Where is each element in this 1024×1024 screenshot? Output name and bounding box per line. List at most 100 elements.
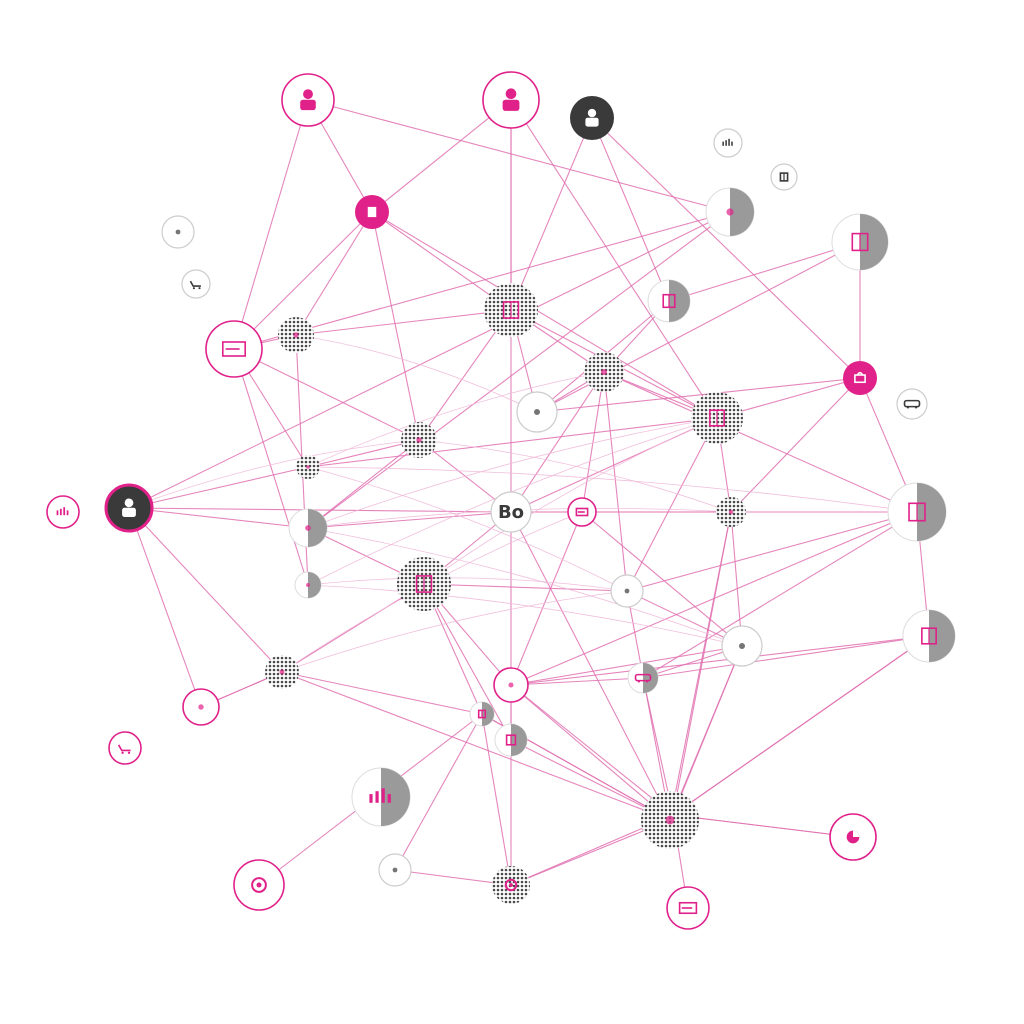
edge-n31-n38 — [423, 583, 512, 741]
edge-n29-n30 — [626, 511, 918, 592]
node-n36[interactable] — [493, 667, 529, 703]
node-n13[interactable] — [205, 320, 263, 378]
node-n45[interactable] — [233, 859, 285, 911]
graph-icon — [392, 867, 398, 873]
node-n15[interactable] — [401, 422, 437, 458]
faint-edge-n24-n15 — [128, 439, 420, 509]
edge-n38-n39 — [510, 739, 671, 821]
edge-n44-n32 — [672, 635, 930, 816]
node-n16[interactable] — [584, 352, 624, 392]
truck-icon — [634, 673, 652, 683]
node-ring — [490, 491, 532, 533]
node-n3[interactable] — [570, 96, 614, 140]
edge-n2-n20 — [510, 99, 718, 419]
edge-n24-n35 — [128, 507, 283, 673]
node-n34[interactable] — [627, 662, 659, 694]
edge-n16-n30 — [603, 371, 628, 592]
node-n11[interactable] — [484, 283, 538, 337]
card-icon — [222, 341, 247, 357]
person-icon — [122, 498, 136, 517]
node-n14[interactable] — [278, 317, 314, 353]
box-icon — [505, 734, 517, 746]
dot-icon — [306, 465, 310, 469]
edge-n29-n34 — [642, 511, 918, 679]
node-n21[interactable] — [296, 455, 320, 479]
node-n32[interactable] — [902, 609, 956, 663]
node-n5[interactable] — [770, 163, 798, 191]
node-n9[interactable] — [161, 215, 195, 249]
node-n18[interactable] — [896, 388, 928, 420]
faint-edge-n21-n16 — [307, 371, 605, 468]
node-half-fill — [482, 702, 494, 726]
person-icon — [300, 89, 316, 111]
node-n7[interactable] — [705, 187, 755, 237]
dot-icon — [293, 332, 299, 338]
node-n22[interactable] — [288, 508, 328, 548]
node-n27[interactable] — [567, 497, 597, 527]
edge-n31-n35 — [281, 583, 425, 673]
node-n26[interactable]: Bo — [490, 491, 532, 533]
node-n42[interactable] — [351, 767, 411, 827]
faint-edge-n22-n33 — [307, 527, 743, 647]
node-half-fill — [860, 214, 888, 270]
node-n40[interactable] — [182, 688, 220, 726]
table-icon — [779, 172, 789, 182]
node-n2[interactable] — [482, 71, 540, 129]
node-half-fill — [669, 280, 690, 322]
node-n37[interactable] — [469, 701, 495, 727]
edge-n7-n13 — [233, 211, 731, 350]
book-icon — [662, 293, 676, 309]
node-n24[interactable] — [104, 483, 154, 533]
edge-n24-n22 — [128, 507, 309, 529]
node-n29[interactable] — [887, 482, 947, 542]
node-n4[interactable] — [713, 128, 743, 158]
node-n17[interactable] — [843, 361, 877, 395]
edge-n15-n21 — [307, 439, 420, 468]
node-n35[interactable] — [265, 655, 299, 689]
edge-n32-n36 — [510, 635, 930, 686]
node-n8[interactable] — [831, 213, 889, 271]
edge-n8-n19 — [536, 241, 861, 413]
edge-n15-n22 — [307, 439, 420, 529]
node-half-fill — [308, 572, 321, 598]
faint-edge-n35-n30 — [281, 590, 628, 673]
node-disc — [843, 361, 877, 395]
node-n6[interactable] — [355, 195, 389, 229]
edge-n36-n44 — [510, 684, 674, 816]
node-n1[interactable] — [281, 73, 335, 127]
node-n43[interactable] — [829, 813, 877, 861]
node-n48[interactable] — [666, 886, 710, 930]
node-n33[interactable] — [721, 625, 763, 667]
node-half-fill — [730, 188, 754, 236]
dot-icon — [279, 669, 285, 675]
edge-n3-n17 — [591, 117, 861, 379]
edge-n16-n26 — [510, 371, 605, 513]
edge-n22-n26 — [307, 511, 512, 529]
node-n19[interactable] — [516, 391, 558, 433]
faint-edge-n25-n30 — [307, 577, 628, 592]
node-n31[interactable] — [397, 557, 451, 611]
bell-icon — [739, 643, 745, 649]
node-n38[interactable] — [494, 723, 528, 757]
node-n30[interactable] — [610, 574, 644, 608]
faint-edge-n15-n28 — [418, 439, 732, 513]
node-n47[interactable] — [492, 866, 530, 904]
edge-n6-n15 — [371, 211, 420, 441]
node-n46[interactable] — [378, 853, 412, 887]
node-n41[interactable] — [108, 731, 142, 765]
faint-edge-n21-n30 — [307, 466, 628, 592]
node-n10[interactable] — [181, 269, 211, 299]
network-icon — [508, 682, 514, 688]
door-icon — [477, 709, 487, 719]
node-n25[interactable] — [294, 571, 322, 599]
node-n12[interactable] — [647, 279, 691, 323]
globe-icon — [726, 208, 734, 216]
node-n23[interactable] — [46, 495, 80, 529]
node-n20[interactable] — [691, 392, 743, 444]
node-n39[interactable] — [641, 791, 699, 849]
edge-n27-n33 — [581, 511, 743, 647]
printer-icon — [175, 229, 181, 235]
node-n28[interactable] — [716, 497, 746, 527]
faint-edge-n25-n33 — [307, 584, 743, 647]
